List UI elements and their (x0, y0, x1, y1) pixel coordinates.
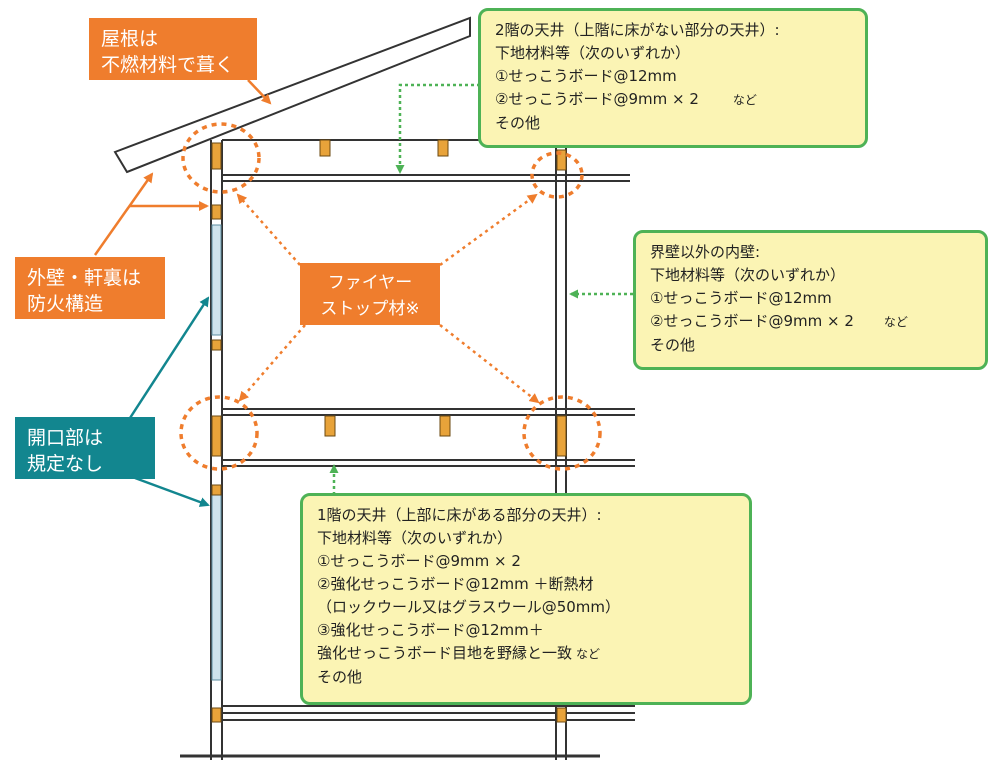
interior-wall-note-line-3-row: ②せっこうボード@9mm × 2 など (650, 310, 971, 334)
opening-label-line-2: 規定なし (27, 453, 104, 475)
opening-label: 開口部は 規定なし (15, 417, 155, 479)
lower-ceiling-note-line-6-row: 強化せっこうボード目地を野縁と一致など (317, 642, 735, 666)
upper-ceiling-note: 2階の天井（上階に床がない部分の天井）: 下地材料等（次のいずれか） ①せっこう… (478, 8, 868, 148)
firestop-label-line-2: ストップ材※ (320, 299, 420, 319)
lower-ceiling-note-line-6: 強化せっこうボード目地を野縁と一致 (317, 644, 573, 662)
exterior-wall-label-line-2: 防火構造 (27, 293, 104, 315)
interior-wall-note-title: 界壁以外の内壁: (650, 243, 761, 261)
lower-ceiling-note-title: 1階の天井（上部に床がある部分の天井）: (317, 506, 602, 524)
firestop-circles (179, 122, 602, 471)
lower-ceiling-note-line-3: ②強化せっこうボード@12mm ＋断熱材 (317, 575, 594, 593)
upper-ceiling-note-line-2: ①せっこうボード@12mm (495, 67, 677, 85)
lower-ceiling-note-line-1: 下地材料等（次のいずれか） (317, 529, 513, 547)
timber-blocks (211, 139, 567, 723)
interior-wall-note-line-1: 下地材料等（次のいずれか） (650, 266, 846, 284)
interior-wall-note-suffix: など (883, 315, 908, 329)
firestop-arrows (236, 193, 540, 404)
roof (113, 16, 471, 174)
upper-ceiling-note-line-1: 下地材料等（次のいずれか） (495, 44, 691, 62)
note-pointers (329, 83, 633, 495)
upper-ceiling-note-line-3: ②せっこうボード@9mm × 2 (495, 90, 699, 108)
firestop-label: ファイヤー ストップ材※ (300, 263, 440, 325)
exterior-wall-label-line-1: 外壁・軒裏は (27, 267, 142, 289)
lower-ceiling-note: 1階の天井（上部に床がある部分の天井）: 下地材料等（次のいずれか） ①せっこう… (300, 493, 752, 705)
upper-ceiling-note-line-4: その他 (495, 114, 541, 132)
interior-wall-note-line-3: ②せっこうボード@9mm × 2 (650, 312, 854, 330)
opening-label-line-1: 開口部は (27, 427, 104, 449)
upper-ceiling-note-title: 2階の天井（上階に床がない部分の天井）: (495, 21, 780, 39)
upper-ceiling-note-line-3-row: ②せっこうボード@9mm × 2 など (495, 88, 851, 112)
roof-label-line-2: 不燃材料で葺く (101, 54, 235, 76)
interior-wall-note-line-4: その他 (650, 336, 696, 354)
roof-label: 屋根は 不燃材料で葺く (89, 18, 257, 80)
exterior-wall-label: 外壁・軒裏は 防火構造 (15, 257, 165, 319)
exterior-wall (210, 140, 223, 760)
lower-ceiling-note-line-5: ③強化せっこうボード@12mm＋ (317, 621, 544, 639)
roof-arrow (247, 79, 272, 105)
opening-arrows (128, 296, 210, 507)
upper-ceiling-note-suffix: など (732, 93, 757, 107)
interior-wall-note-line-2: ①せっこうボード@12mm (650, 289, 832, 307)
roof-label-line-1: 屋根は (101, 28, 159, 50)
exterior-wall-arrows (93, 172, 209, 256)
interior-wall-note: 界壁以外の内壁: 下地材料等（次のいずれか） ①せっこうボード@12mm ②せっ… (633, 230, 988, 370)
lower-ceiling-note-line-7: その他 (317, 668, 363, 686)
lower-ceiling-note-line-2: ①せっこうボード@9mm × 2 (317, 552, 521, 570)
second-floor-structure (222, 408, 635, 467)
lower-ceiling-note-suffix: など (576, 647, 601, 661)
lower-ceiling-note-line-4: （ロックウール又はグラスウール@50mm） (317, 598, 621, 616)
firestop-label-line-1: ファイヤー (327, 273, 413, 293)
